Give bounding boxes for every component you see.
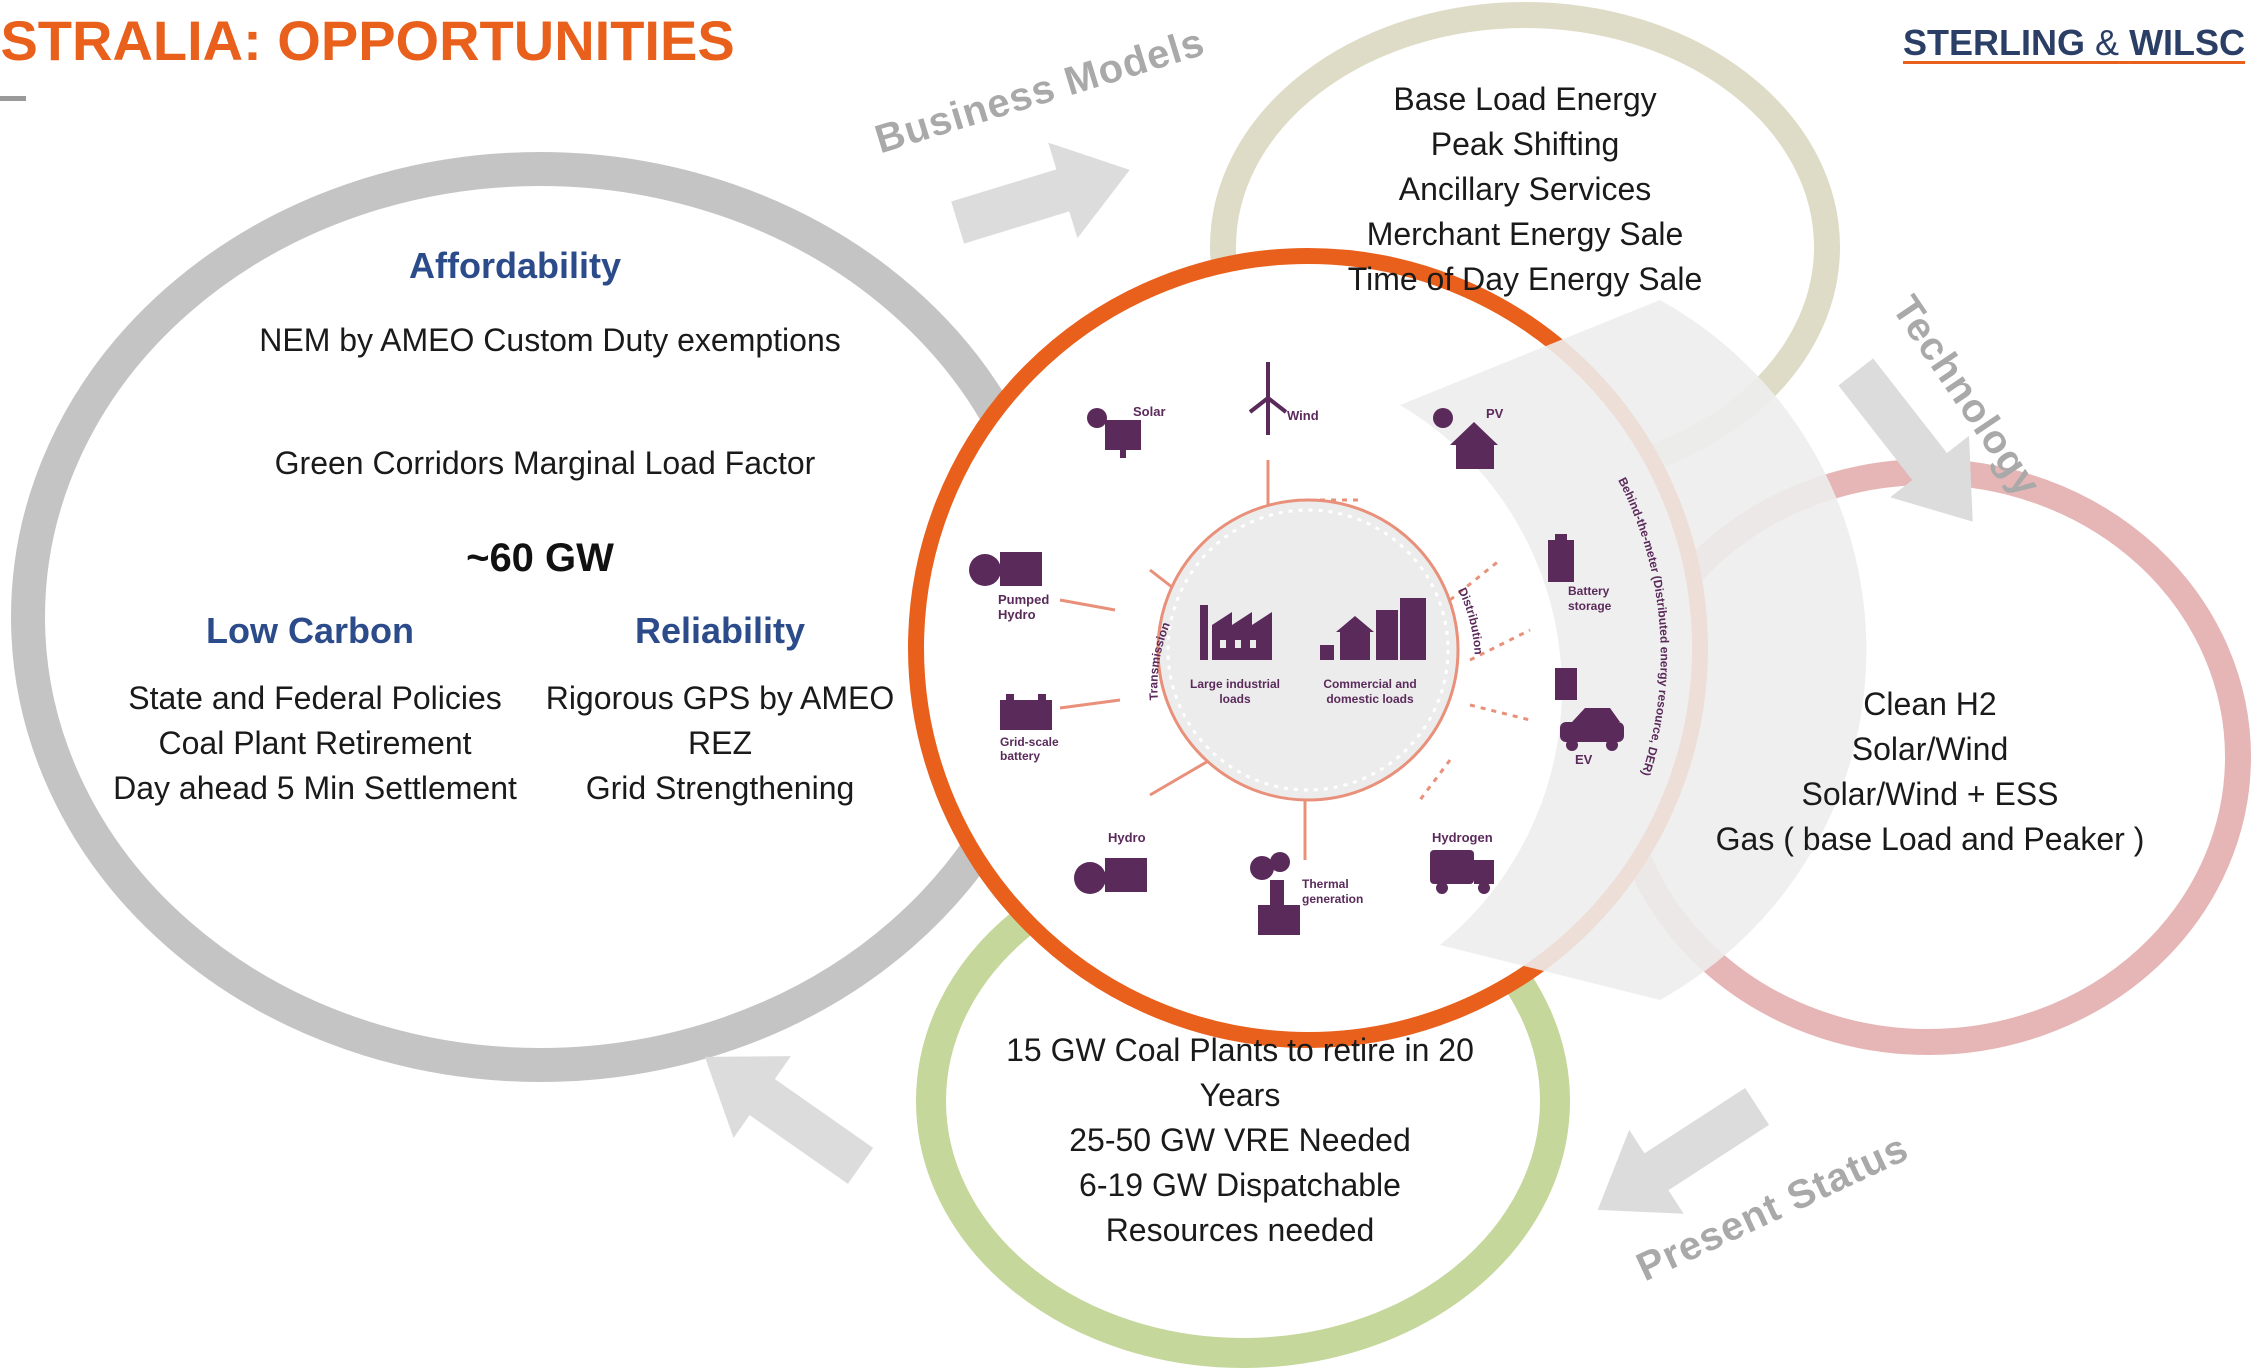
arrow-technology: [1838, 358, 1973, 522]
rooftop-pv-icon: [1433, 408, 1498, 469]
pumped-hydro-label-2: Hydro: [998, 607, 1036, 622]
low-carbon-item: State and Federal Policies: [128, 680, 502, 716]
wind-label: Wind: [1287, 408, 1319, 423]
arrow-back-to-left: [704, 1056, 874, 1184]
brand-name-right: WILSC: [2129, 22, 2246, 63]
present-status-list: 15 GW Coal Plants to retire in 20 Years …: [980, 1028, 1500, 1253]
grid-battery-label-1: Grid-scale: [1000, 735, 1059, 749]
present-status-item: Years: [1199, 1077, 1281, 1113]
reliability-heading: Reliability: [634, 610, 806, 651]
reliability-item: REZ: [688, 725, 752, 761]
business-model-item: Peak Shifting: [1430, 126, 1620, 162]
present-status-item: Resources needed: [1105, 1212, 1375, 1248]
hydrogen-truck-icon: [1430, 850, 1494, 894]
der-band: [1400, 300, 1867, 1000]
ev-charger-icon: [1555, 668, 1624, 751]
commercial-loads-label-1: Commercial and: [1323, 677, 1416, 691]
technology-item: Solar/Wind: [1851, 731, 2009, 767]
hydrogen-label: Hydrogen: [1432, 830, 1493, 845]
technology-item: Solar/Wind + ESS: [1801, 776, 2059, 812]
brand-logo: STERLING & WILSC: [1903, 22, 2245, 64]
technology-list: Clean H2 Solar/Wind Solar/Wind + ESS Gas…: [1700, 682, 2160, 862]
thermal-plant-icon: [1250, 852, 1300, 935]
thermal-label-2: generation: [1302, 892, 1363, 906]
solar-label: Solar: [1133, 404, 1166, 419]
buildings-icon: [1320, 598, 1426, 660]
affordability-line-1: NEM by AMEO Custom Duty exemptions: [259, 322, 841, 358]
brand-ampersand: &: [2095, 22, 2120, 63]
business-model-item: Ancillary Services: [1398, 171, 1652, 207]
reliability-list: Rigorous GPS by AMEO REZ Grid Strengthen…: [540, 676, 900, 811]
business-models-list: Base Load Energy Peak Shifting Ancillary…: [1320, 77, 1730, 302]
affordability-line-2: Green Corridors Marginal Load Factor: [274, 445, 816, 481]
reliability-item: Grid Strengthening: [585, 770, 855, 806]
technology-item: Clean H2: [1863, 686, 1997, 722]
affordability-heading: Affordability: [409, 245, 621, 286]
wind-turbine-icon: [1248, 362, 1288, 435]
grid-battery-label-2: battery: [1000, 749, 1040, 763]
pv-label: PV: [1486, 406, 1504, 421]
business-model-item: Base Load Energy: [1393, 81, 1657, 117]
business-model-item: Time of Day Energy Sale: [1347, 261, 1703, 297]
low-carbon-list: State and Federal Policies Coal Plant Re…: [90, 676, 540, 811]
hydro-icon: [1074, 858, 1147, 894]
low-carbon-item: Coal Plant Retirement: [158, 725, 472, 761]
large-loads-label-1: Large industrial: [1190, 677, 1280, 691]
arrow-business-models: [951, 142, 1130, 244]
grid-battery-icon: [1000, 694, 1052, 730]
low-carbon-heading: Low Carbon: [206, 610, 414, 651]
solar-panel-icon: [1087, 408, 1141, 458]
technology-item: Gas ( base Load and Peaker ): [1715, 821, 2145, 857]
pumped-hydro-icon: [969, 552, 1042, 586]
thermal-label-1: Thermal: [1302, 877, 1349, 891]
pumped-hydro-label-1: Pumped: [998, 592, 1049, 607]
title-underline: [0, 96, 26, 101]
factory-icon: [1200, 605, 1272, 660]
battery-storage-label-1: Battery: [1568, 584, 1610, 598]
inner-ring: [1156, 498, 1460, 802]
page-title: USTRALIA: OPPORTUNITIES: [0, 9, 735, 72]
hydro-label: Hydro: [1108, 830, 1146, 845]
arrow-present-status: [1597, 1087, 1770, 1214]
low-carbon-item: Day ahead 5 Min Settlement: [113, 770, 517, 806]
large-loads-label-2: loads: [1219, 692, 1251, 706]
business-model-item: Merchant Energy Sale: [1366, 216, 1684, 252]
present-status-item: 25-50 GW VRE Needed: [1069, 1122, 1411, 1158]
present-status-item: 6-19 GW Dispatchable: [1079, 1167, 1401, 1203]
reliability-item: Rigorous GPS by AMEO: [545, 680, 895, 716]
brand-name-left: STERLING: [1903, 22, 2086, 63]
capacity-figure: ~60 GW: [466, 536, 614, 580]
ev-label: EV: [1575, 752, 1593, 767]
battery-storage-label-2: storage: [1568, 599, 1612, 613]
commercial-loads-label-2: domestic loads: [1326, 692, 1414, 706]
battery-storage-icon: [1548, 534, 1574, 582]
present-status-item: 15 GW Coal Plants to retire in 20: [1006, 1032, 1474, 1068]
